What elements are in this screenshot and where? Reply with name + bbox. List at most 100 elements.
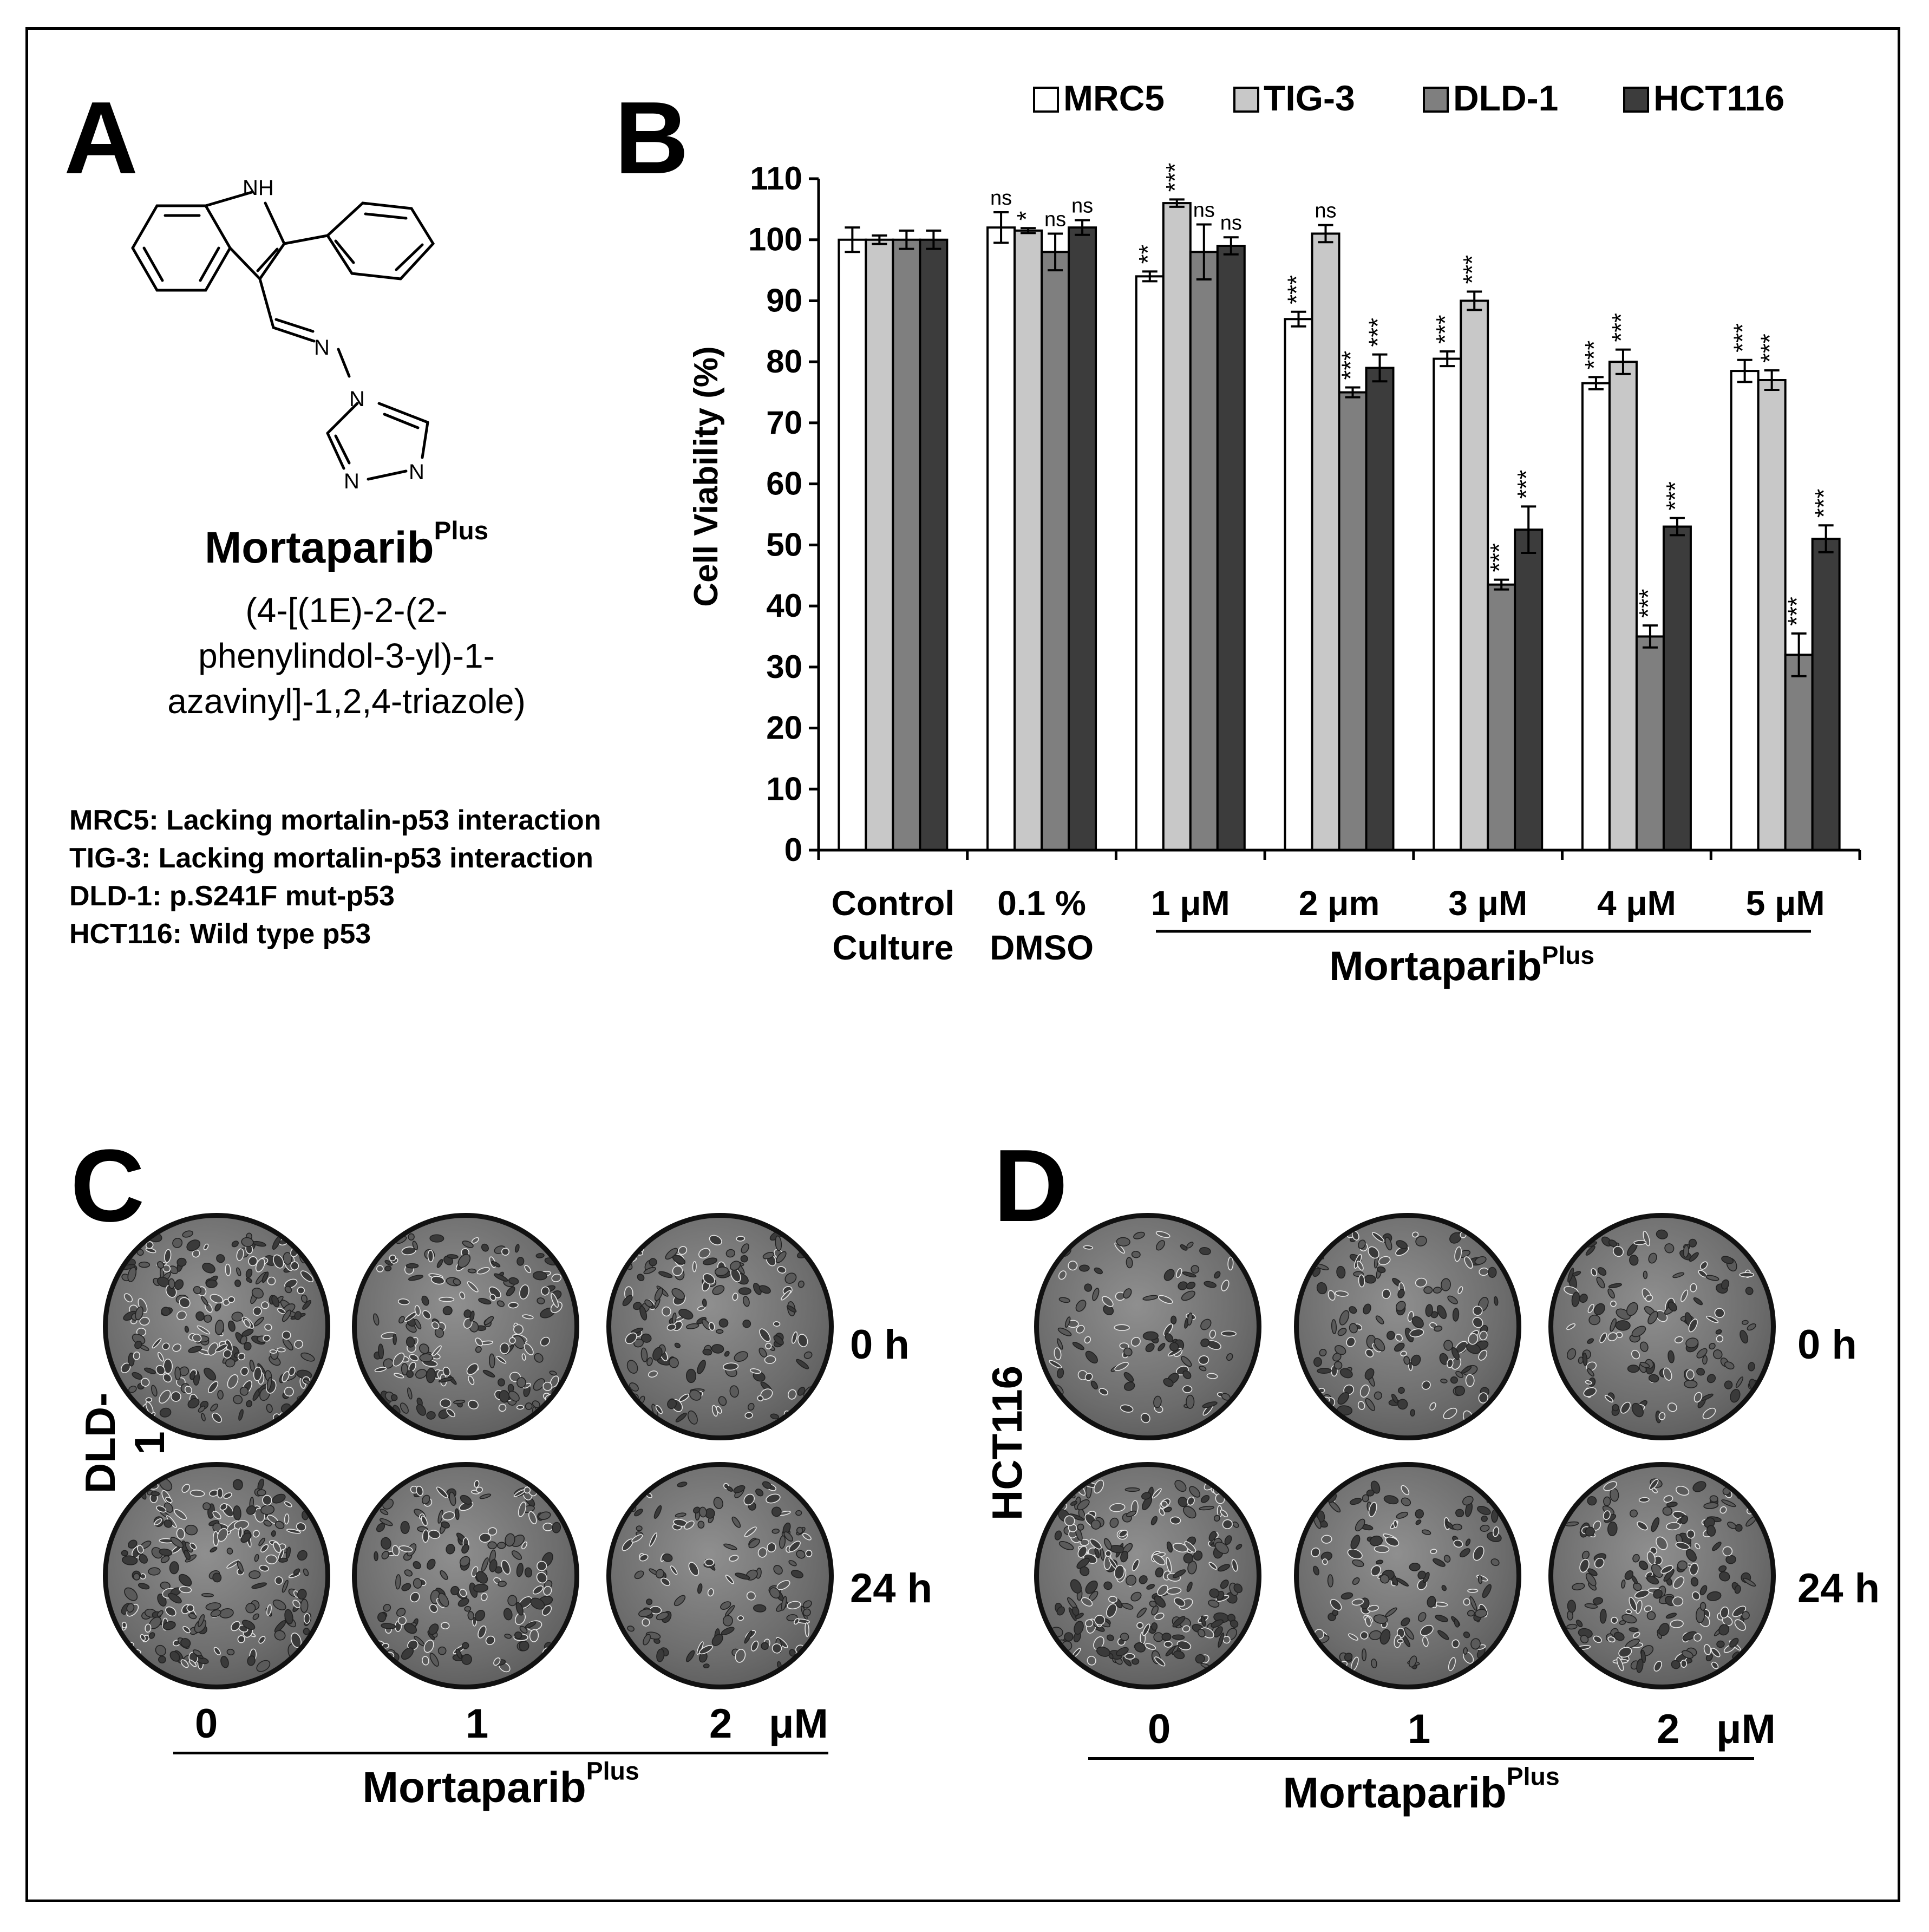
bar-hct116-5-m <box>1811 538 1841 851</box>
hct116-row-label: HCT116 <box>983 1365 1031 1521</box>
hct116-time-24h: 24 h <box>1797 1565 1880 1611</box>
micrograph-dld1-2uM-0h <box>606 1213 834 1440</box>
hct116-time-0h: 0 h <box>1797 1322 1857 1368</box>
significance-label: *** <box>1337 351 1365 380</box>
hct116-dose-2: 2 <box>1657 1706 1680 1752</box>
y-tick-label: 110 <box>750 160 802 197</box>
bar-hct116-control-culture <box>919 238 949 851</box>
bar-dld-1-1-m <box>1189 251 1219 852</box>
atom-label-nh: NH <box>243 176 274 200</box>
significance-label: ns <box>1193 199 1215 222</box>
micrograph-dld1-2uM-24h <box>606 1462 834 1689</box>
significance-label: ns <box>1220 212 1242 234</box>
significance-label: *** <box>1810 488 1838 518</box>
significance-label: *** <box>1283 275 1311 304</box>
figure-frame <box>25 27 1900 1902</box>
significance-label: *** <box>1783 597 1811 626</box>
significance-label: *** <box>1634 589 1662 618</box>
bar-tig-3-0-1-dmso <box>1013 229 1043 851</box>
cell-texture <box>119 1478 312 1672</box>
atom-label-n1: N <box>314 336 330 360</box>
panel-b-letter: B <box>614 81 689 195</box>
atom-label-n3: N <box>344 469 359 493</box>
y-tick-label: 90 <box>766 282 802 318</box>
dld1-time-24h: 24 h <box>850 1565 933 1611</box>
cell-texture <box>1312 1230 1499 1425</box>
bar-dld-1-0-1-dmso <box>1041 251 1070 852</box>
significance-label: ** <box>1134 244 1162 264</box>
significance-label: *** <box>1756 334 1784 363</box>
dld1-dose-1: 1 <box>466 1701 489 1747</box>
y-tick-label: 100 <box>748 221 802 258</box>
hct116-dose-1: 1 <box>1408 1706 1431 1752</box>
compound-name: MortaparibPlus <box>204 517 489 572</box>
significance-label: ns <box>990 187 1012 210</box>
micrograph-dld1-1uM-24h <box>352 1462 579 1689</box>
treatment-group-label: MortaparibPlus <box>1329 941 1594 989</box>
legend-swatch-dld-1 <box>1423 87 1449 113</box>
significance-label: ns <box>1044 208 1066 231</box>
x-tick-label: 1 μM <box>1151 884 1230 923</box>
legend-swatch-hct116 <box>1623 87 1649 113</box>
dld1-dose-0: 0 <box>195 1701 218 1747</box>
chemical-structure: NH N N N N <box>131 176 435 493</box>
significance-label: *** <box>1607 313 1635 342</box>
dld1-dose-unit: μM <box>769 1701 828 1747</box>
legend-label-tig-3: TIG-3 <box>1264 78 1355 118</box>
micrograph-hct116-1uM-24h <box>1294 1462 1521 1689</box>
legend-label-mrc5: MRC5 <box>1063 78 1165 118</box>
y-tick-label: 50 <box>766 526 802 563</box>
bar-dld-1-4-m <box>1635 635 1665 852</box>
bar-mrc5-5-m <box>1730 370 1760 851</box>
micrograph-hct116-2uM-0h <box>1548 1213 1776 1440</box>
bar-hct116-2-m <box>1365 367 1395 851</box>
dld1-treatment-rule <box>173 1752 828 1754</box>
bar-dld-1-5-m <box>1784 654 1814 851</box>
cell-texture <box>621 1479 815 1674</box>
x-tick-label: 3 μM <box>1448 884 1527 923</box>
x-tick-label: DMSO <box>990 928 1094 967</box>
cell-texture <box>1049 1479 1245 1670</box>
dld1-treatment-label: MortaparibPlus <box>362 1757 639 1811</box>
hct116-treatment-rule <box>1088 1757 1754 1760</box>
panel-a-letter: A <box>64 81 139 195</box>
bar-tig-3-2-m <box>1311 232 1341 851</box>
y-tick-label: 40 <box>766 588 802 624</box>
x-tick-label: 0.1 % <box>997 884 1086 923</box>
legend-label-dld-1: DLD-1 <box>1453 78 1558 118</box>
panel-d-letter: D <box>993 1128 1068 1243</box>
micrograph-dld1-0uM-0h <box>103 1213 330 1440</box>
bar-mrc5-1-m <box>1135 275 1165 851</box>
bar-dld-1-control-culture <box>892 238 921 851</box>
bar-tig-3-4-m <box>1608 361 1638 851</box>
chart-legend: MRC5 TIG-3 DLD-1 HCT116 <box>1033 78 1784 118</box>
micrograph-hct116-2uM-24h <box>1548 1462 1776 1689</box>
y-tick-label: 70 <box>766 404 802 441</box>
bar-hct116-3-m <box>1514 528 1544 851</box>
bar-mrc5-0-1-dmso <box>986 226 1016 852</box>
significance-label: ns <box>1071 195 1093 218</box>
y-tick-label: 10 <box>766 771 802 807</box>
cell-texture <box>119 1230 315 1423</box>
cell-texture <box>1564 1229 1760 1424</box>
cell-texture <box>622 1230 814 1425</box>
bar-dld-1-2-m <box>1338 391 1368 851</box>
x-tick-label: Culture <box>832 928 953 967</box>
hct116-dose-unit: μM <box>1716 1706 1776 1752</box>
significance-label: *** <box>1580 341 1608 370</box>
dld1-time-0h: 0 h <box>850 1322 910 1368</box>
legend-label-hct116: HCT116 <box>1653 78 1784 118</box>
cell-texture <box>1565 1478 1757 1673</box>
micrograph-hct116-0uM-0h <box>1034 1213 1261 1440</box>
y-tick-label: 30 <box>766 649 802 685</box>
significance-label: *** <box>1161 163 1189 192</box>
cell-line-notes: MRC5: Lacking mortalin-p53 interaction T… <box>69 805 601 950</box>
x-tick-label: Control <box>832 884 955 923</box>
cell-texture <box>368 1480 561 1673</box>
micrograph-hct116-1uM-0h <box>1294 1213 1521 1440</box>
significance-label: *** <box>1458 255 1486 284</box>
bar-mrc5-control-culture <box>838 238 867 851</box>
hct116-treatment-label: MortaparibPlus <box>1283 1762 1560 1817</box>
